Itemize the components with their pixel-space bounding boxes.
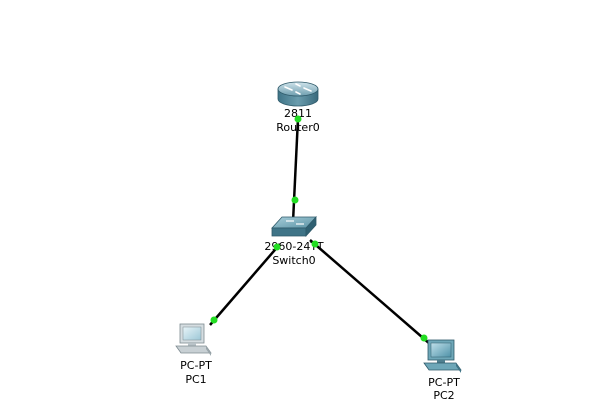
switch-icon [271, 215, 317, 238]
switch-name-label: Switch0 [272, 254, 315, 267]
links [209, 117, 431, 345]
pc2-model-label: PC-PT [428, 376, 460, 389]
port-status-dot [291, 196, 299, 204]
port-status-dot [273, 243, 281, 251]
pc2-name-label: PC2 [433, 389, 454, 400]
port-status-indicators [210, 115, 428, 342]
pc-icon [175, 323, 212, 356]
port-status-dot [420, 334, 428, 342]
router-icon [277, 81, 319, 107]
router-device[interactable]: 2811 Router0 [276, 81, 320, 134]
port-status-dot [210, 316, 218, 324]
router-name-label: Router0 [276, 121, 319, 134]
port-status-dot [311, 240, 319, 248]
switch-model-label: 2960-24TT [264, 240, 323, 253]
pc1-model-label: PC-PT [180, 359, 212, 372]
link-switch-pc2[interactable] [309, 239, 431, 345]
pc1-device[interactable]: PC-PT PC1 [175, 323, 212, 386]
port-status-dot [294, 115, 302, 123]
pc2-device[interactable]: PC-PT PC2 [423, 339, 462, 400]
link-switch-pc1[interactable] [209, 243, 281, 326]
pc-icon [423, 339, 462, 373]
pc1-name-label: PC1 [185, 373, 206, 386]
router-model-label: 2811 [284, 107, 312, 120]
link-router-switch[interactable] [291, 117, 300, 223]
switch-device[interactable]: 2960-24TT Switch0 [264, 215, 324, 267]
